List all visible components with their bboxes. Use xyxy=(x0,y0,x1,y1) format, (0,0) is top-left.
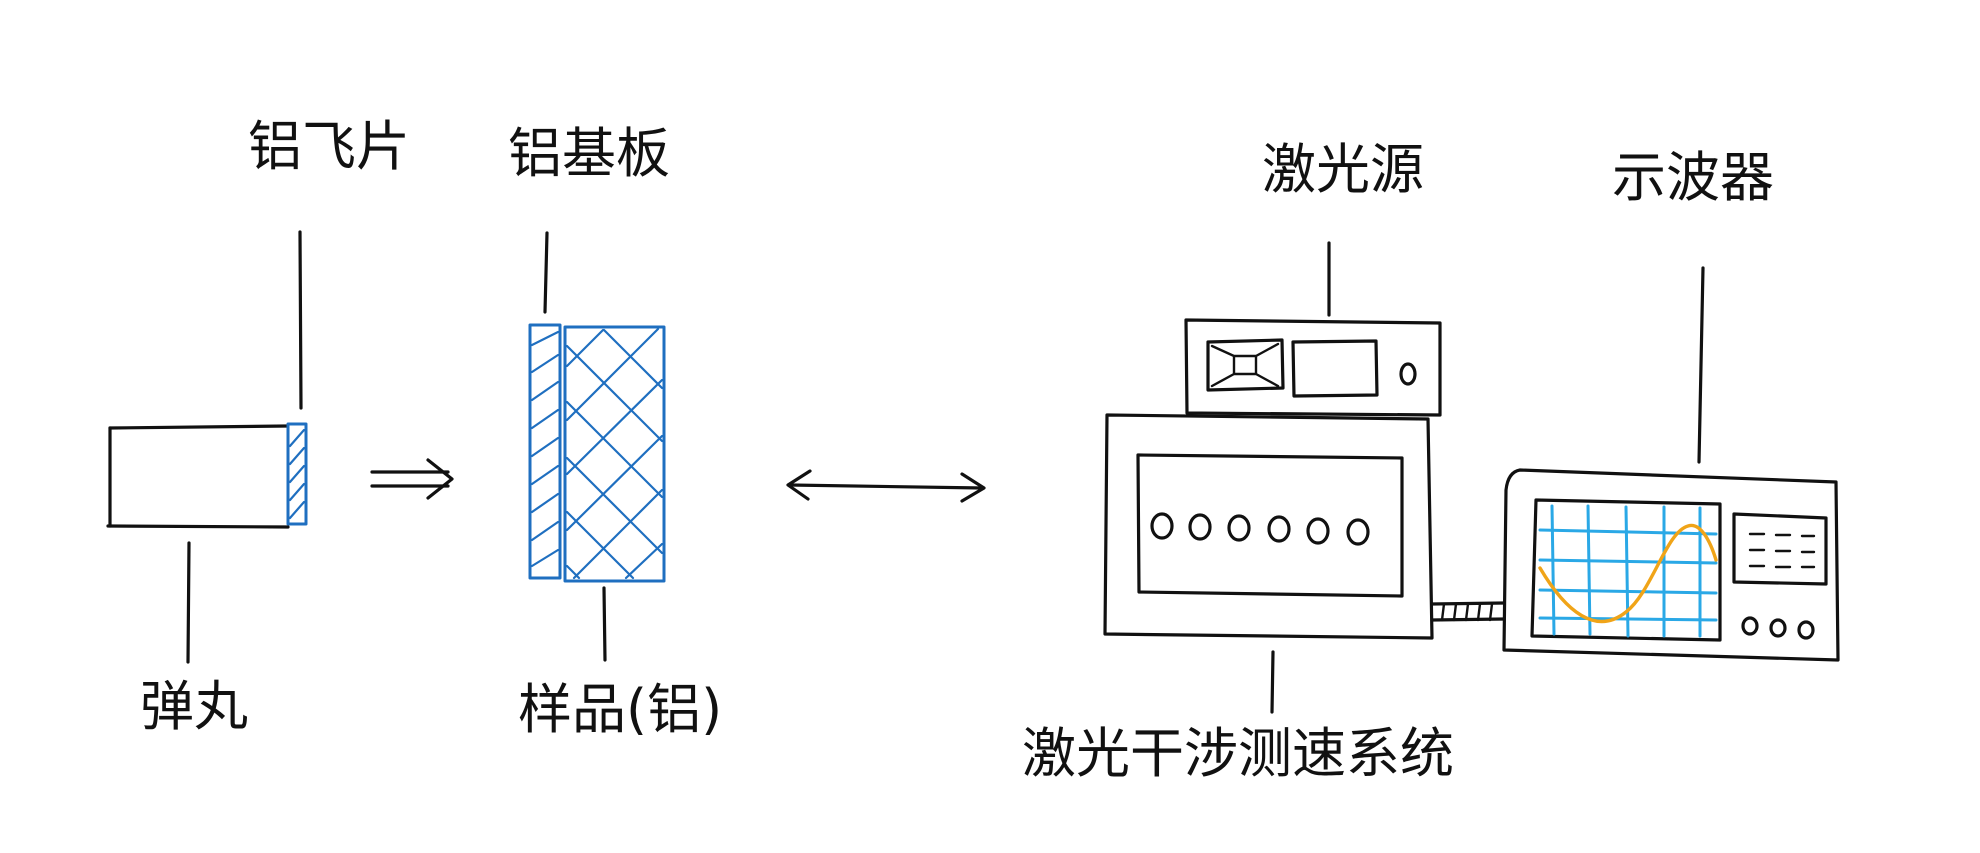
label-laser-source: 激光源 xyxy=(1262,138,1424,201)
oscilloscope-unit xyxy=(1502,468,1840,662)
sample-flyer-layer xyxy=(528,323,562,580)
oscilloscope-signal-wave xyxy=(1538,523,1718,624)
label-flyer: 铝飞片 xyxy=(248,115,410,178)
label-substrate: 铝基板 xyxy=(508,122,670,185)
impact-arrow xyxy=(370,458,454,500)
laser-source-unit xyxy=(1184,318,1442,417)
label-velocimetry-system: 激光干涉测速系统 xyxy=(1022,722,1454,785)
double-arrow xyxy=(786,469,986,503)
leader-flyer xyxy=(298,230,303,410)
velocimetry-unit xyxy=(1103,413,1434,640)
aluminum-substrate xyxy=(563,325,666,583)
label-sample: 样品(铝) xyxy=(518,678,722,741)
aluminum-flyer xyxy=(286,422,308,526)
label-projectile: 弹丸 xyxy=(140,675,248,738)
connector-cable xyxy=(1430,601,1506,622)
leader-sample xyxy=(602,586,607,662)
oscilloscope-screen-grid xyxy=(1538,504,1718,638)
leader-oscilloscope xyxy=(1697,266,1705,464)
leader-substrate xyxy=(543,231,549,314)
label-oscilloscope: 示波器 xyxy=(1612,146,1774,209)
leader-velocimetry-system xyxy=(1270,650,1275,714)
leader-projectile xyxy=(186,541,191,664)
projectile-body xyxy=(106,424,290,529)
